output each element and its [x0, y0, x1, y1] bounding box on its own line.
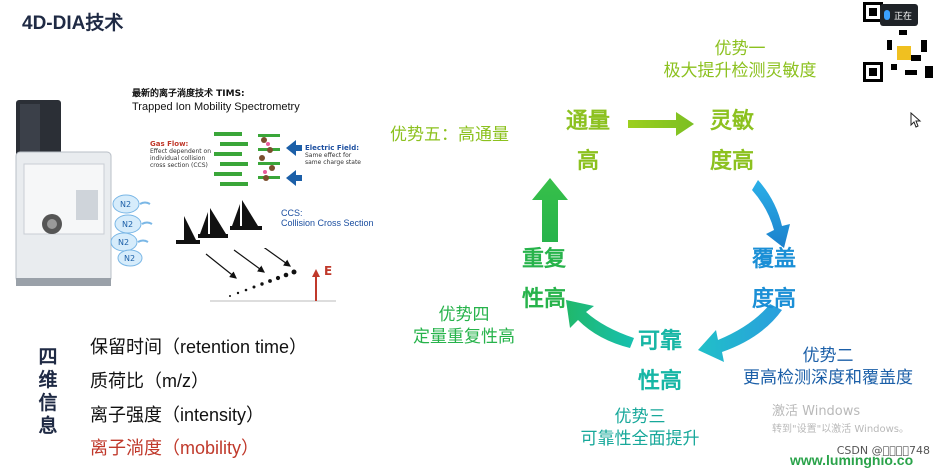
electric-field-desc: same charge state: [305, 159, 375, 166]
e-field-label: E: [324, 264, 332, 278]
node-line: 度高: [742, 280, 806, 320]
advantage-line: 更高检测深度和覆盖度: [718, 367, 938, 389]
advantage-line: 极大提升检测灵敏度: [630, 60, 850, 82]
node-throughput: 通量 高: [556, 102, 620, 182]
four-dim-char: 维: [36, 369, 60, 392]
node-line: 高: [556, 142, 620, 182]
node-sensitivity: 灵敏 度高: [700, 102, 764, 182]
four-dim-char: 四: [36, 346, 60, 369]
advantage-line: 优势二: [718, 345, 938, 367]
dimension-item-mobility: 离子淌度（mobility）: [90, 434, 259, 460]
tims-subheading: Trapped Ion Mobility Spectrometry: [132, 101, 300, 113]
node-line: 重复: [512, 240, 576, 280]
n2-label: N2: [122, 220, 133, 229]
node-line: 性高: [628, 362, 692, 402]
node-line: 灵敏: [700, 102, 764, 142]
gas-flow-desc: cross section (CCS): [150, 162, 220, 169]
windows-activation-title: 激活 Windows: [772, 400, 860, 419]
gas-flow-desc: individual collision: [150, 155, 220, 162]
gas-flow-block: Gas Flow: Effect dependent on individual…: [150, 140, 220, 169]
electric-field-label: Electric Field:: [305, 144, 375, 152]
node-line: 度高: [700, 142, 764, 182]
n2-label: N2: [118, 238, 129, 247]
four-dim-label: 四 维 信 息: [36, 346, 60, 438]
advantage-line: 可靠性全面提升: [540, 428, 740, 450]
electric-field-desc: Same effect for: [305, 152, 375, 159]
node-reliability: 可靠 性高: [628, 322, 692, 402]
node-coverage: 覆盖 度高: [742, 240, 806, 320]
electric-field-block: Electric Field: Same effect for same cha…: [305, 144, 375, 166]
slide-title: 4D-DIA技术: [22, 8, 123, 35]
recording-label: 正在: [894, 9, 912, 22]
advantage-line: 优势三: [540, 406, 740, 428]
advantage-line: 优势一: [630, 38, 850, 60]
dimension-item-mz: 质荷比（m/z）: [90, 367, 209, 393]
gas-flow-desc: Effect dependent on: [150, 148, 220, 155]
dimension-item-retention-time: 保留时间（retention time）: [90, 333, 307, 359]
ccs-sailboats: [172, 196, 267, 256]
microphone-icon: [884, 10, 890, 20]
gas-flow-label: Gas Flow:: [150, 140, 220, 148]
node-line: 可靠: [628, 322, 692, 362]
tims-heading: 最新的离子淌度技术 TIMS:: [132, 86, 245, 99]
n2-label: N2: [124, 254, 135, 263]
csdn-credit: CSDN @    748: [837, 444, 930, 457]
ccs-desc: Collision Cross Section: [281, 218, 374, 228]
electric-field-arrows: [286, 140, 302, 194]
dimension-item-intensity: 离子强度（intensity）: [90, 401, 264, 427]
windows-activation-hint: 转到"设置"以激活 Windows。: [772, 420, 909, 435]
mouse-cursor-icon: [910, 112, 922, 132]
ccs-block: CCS: Collision Cross Section: [281, 208, 374, 228]
n2-label: N2: [120, 200, 131, 209]
advantage-5: 优势五：高通量: [390, 124, 560, 146]
four-dim-char: 息: [36, 415, 60, 438]
node-line: 覆盖: [742, 240, 806, 280]
advantage-2: 优势二 更高检测深度和覆盖度: [718, 345, 938, 389]
advantage-4: 优势四 定量重复性高: [384, 304, 544, 348]
ccs-label: CCS:: [281, 208, 374, 218]
advantage-line: 优势五：高通量: [390, 124, 560, 146]
recording-badge[interactable]: 正在: [880, 4, 918, 26]
node-line: 通量: [556, 102, 620, 142]
four-dim-char: 信: [36, 392, 60, 415]
advantage-line: 定量重复性高: [384, 326, 544, 348]
n2-clouds: N2 N2 N2 N2: [110, 192, 160, 271]
advantage-1: 优势一 极大提升检测灵敏度: [630, 38, 850, 82]
advantage-line: 优势四: [384, 304, 544, 326]
advantage-3: 优势三 可靠性全面提升: [540, 406, 740, 450]
mass-spectrometer-image: [6, 92, 124, 292]
